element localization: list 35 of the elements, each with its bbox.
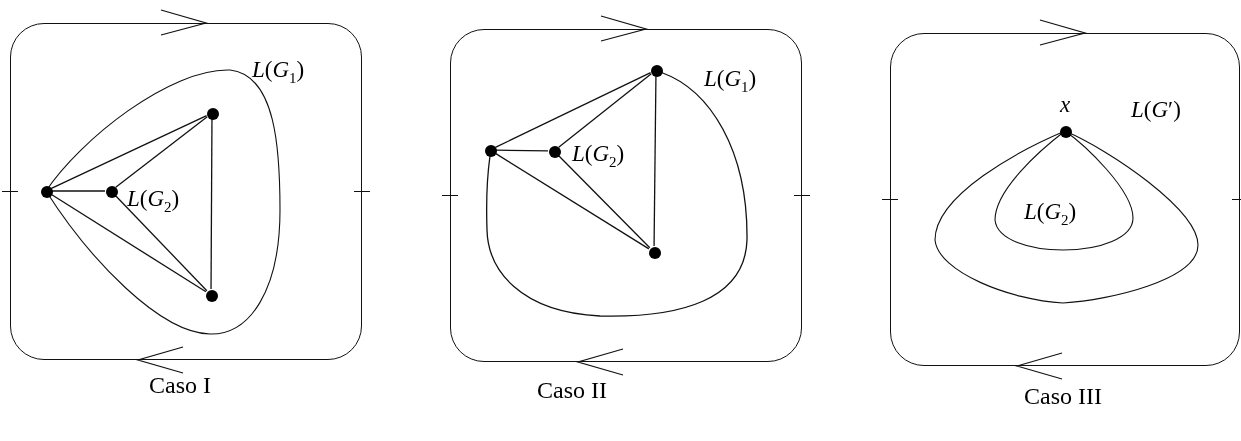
graph-edge [495, 149, 549, 152]
region-label: L(G$_{2}$) [1024, 200, 1077, 228]
graph-edge [210, 118, 213, 290]
graph-edge [114, 194, 208, 292]
graph-edge [558, 73, 652, 148]
vertex-dot [41, 186, 53, 198]
graph-edge [653, 75, 657, 247]
torus-square [10, 23, 362, 360]
graph-edge [494, 71, 652, 149]
graph-edge [51, 190, 106, 192]
graph-edge [115, 116, 208, 188]
vertex-dot [549, 146, 561, 158]
vertex-dot [206, 290, 218, 302]
torus-square [450, 29, 802, 362]
vertex-dot [1060, 126, 1072, 138]
graph-edge [557, 154, 651, 249]
torus-square [890, 33, 1240, 366]
graph-edge [486, 71, 748, 317]
graph-edge [50, 193, 207, 293]
graph-edge [50, 114, 208, 190]
vertex-label: x [1059, 93, 1071, 116]
region-label: L(G$_{1}$) [252, 58, 305, 86]
vertex-dot [106, 186, 118, 198]
region-label: L(G$_{1}$) [704, 67, 757, 95]
case-caption: Caso II [537, 377, 607, 404]
region-label: L(G$_{2}$) [127, 187, 180, 215]
case-caption: Caso III [1024, 383, 1102, 410]
vertex-dot [651, 65, 663, 77]
case-caption: Caso I [149, 372, 211, 399]
vertex-dot [649, 247, 661, 259]
region-label: L(G′) [1131, 98, 1181, 121]
region-label: L(G$_{2}$) [572, 142, 625, 170]
graph-edge [494, 152, 650, 250]
vertex-dot [485, 145, 497, 157]
vertex-dot [207, 108, 219, 120]
